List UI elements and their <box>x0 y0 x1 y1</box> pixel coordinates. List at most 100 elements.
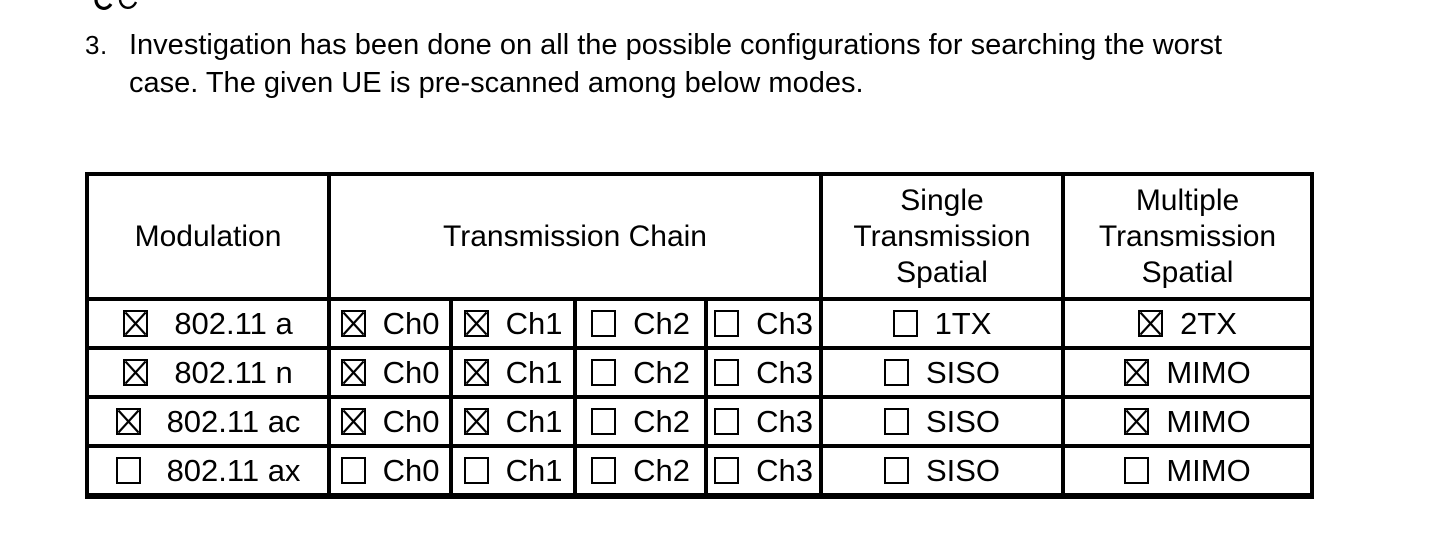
header-multiple-transmission-spatial: Multiple Transmission Spatial <box>1061 172 1314 301</box>
checkbox-checked-icon <box>123 310 149 337</box>
list-item-3: 3. Investigation has been done on all th… <box>85 26 1222 102</box>
header-modulation: Modulation <box>85 172 331 301</box>
cell-content: 2TX <box>1065 306 1310 342</box>
option-label: SISO <box>925 403 1001 439</box>
option-label: Ch2 <box>633 305 690 341</box>
option-label: 1TX <box>934 305 992 341</box>
cell-chain-ch0: Ch0 <box>327 346 453 399</box>
checkbox-unchecked-icon <box>591 457 617 484</box>
checkbox-checked-icon <box>463 359 489 386</box>
cell-chain-ch1: Ch1 <box>449 346 577 399</box>
checkbox-checked-icon <box>340 359 366 386</box>
option-label: Ch2 <box>633 354 690 390</box>
cell-multiple-spatial: MIMO <box>1061 346 1314 399</box>
list-number: 3. <box>85 30 108 60</box>
option-label: Ch0 <box>382 354 440 390</box>
header-single-transmission-spatial: Single Transmission Spatial <box>819 172 1065 301</box>
cell-content: 802.11 a <box>89 306 327 342</box>
cell-content: Ch1 <box>453 453 573 489</box>
checkbox-unchecked-icon <box>463 457 489 484</box>
cell-content: SISO <box>823 404 1061 440</box>
cell-chain-ch0: Ch0 <box>327 395 453 448</box>
cell-modulation: 802.11 ax <box>85 444 331 499</box>
header-transmission-chain: Transmission Chain <box>327 172 823 301</box>
cell-single-spatial: SISO <box>819 444 1065 499</box>
checkbox-checked-icon <box>1124 359 1150 386</box>
checkbox-checked-icon <box>1138 310 1164 337</box>
cell-chain-ch2: Ch2 <box>573 346 708 399</box>
checkbox-unchecked-icon <box>115 457 141 484</box>
cell-chain-ch3: Ch3 <box>704 346 823 399</box>
cell-chain-ch0: Ch0 <box>327 444 453 499</box>
cell-content: Ch2 <box>577 306 704 342</box>
cell-single-spatial: SISO <box>819 395 1065 448</box>
checkbox-unchecked-icon <box>591 359 617 386</box>
cell-content: Ch1 <box>453 355 573 391</box>
option-label: 2TX <box>1180 305 1237 341</box>
cell-content: Ch1 <box>453 306 573 342</box>
option-label: Ch1 <box>505 354 563 390</box>
cell-multiple-spatial: MIMO <box>1061 395 1314 448</box>
cell-chain-ch3: Ch3 <box>704 395 823 448</box>
cell-chain-ch1: Ch1 <box>449 395 577 448</box>
checkbox-unchecked-icon <box>591 310 617 337</box>
checkbox-unchecked-icon <box>714 408 740 435</box>
checkbox-unchecked-icon <box>883 457 909 484</box>
checkbox-checked-icon <box>115 408 141 435</box>
option-label: Ch2 <box>633 403 690 439</box>
configuration-table: Modulation Transmission Chain Single Tra… <box>85 172 1314 499</box>
descender-curves-icon <box>94 0 138 10</box>
cell-content: Ch0 <box>331 355 449 391</box>
cell-modulation: 802.11 ac <box>85 395 331 448</box>
option-label: 802.11 ac <box>166 403 301 439</box>
cell-chain-ch2: Ch2 <box>573 395 708 448</box>
option-label: Ch1 <box>505 305 563 341</box>
paragraph-line: Investigation has been done on all the p… <box>129 29 1223 61</box>
option-label: Ch3 <box>756 305 813 341</box>
checkbox-unchecked-icon <box>714 457 740 484</box>
cell-content: Ch2 <box>577 355 704 391</box>
cell-content: Ch0 <box>331 453 449 489</box>
checkbox-unchecked-icon <box>714 310 740 337</box>
option-label: 802.11 n <box>174 354 293 390</box>
cell-multiple-spatial: 2TX <box>1061 297 1314 350</box>
option-label: Ch0 <box>382 305 440 341</box>
checkbox-unchecked-icon <box>1124 457 1150 484</box>
checkbox-checked-icon <box>463 408 489 435</box>
cell-content: 1TX <box>823 306 1061 342</box>
cell-multiple-spatial: MIMO <box>1061 444 1314 499</box>
table-header-row: Modulation Transmission Chain Single Tra… <box>85 172 1314 301</box>
cell-content: Ch2 <box>577 453 704 489</box>
checkbox-checked-icon <box>340 408 366 435</box>
cell-chain-ch3: Ch3 <box>704 444 823 499</box>
cell-modulation: 802.11 a <box>85 297 331 350</box>
checkbox-checked-icon <box>123 359 149 386</box>
cell-chain-ch2: Ch2 <box>573 444 708 499</box>
cell-content: Ch2 <box>577 404 704 440</box>
option-label: Ch3 <box>756 403 813 439</box>
cell-content: Ch0 <box>331 306 449 342</box>
cell-modulation: 802.11 n <box>85 346 331 399</box>
option-label: Ch3 <box>756 354 813 390</box>
cell-content: MIMO <box>1065 404 1310 440</box>
option-label: 802.11 ax <box>166 452 301 488</box>
cell-content: Ch3 <box>708 404 819 440</box>
option-label: Ch1 <box>505 452 563 488</box>
checkbox-unchecked-icon <box>591 408 617 435</box>
cell-content: Ch1 <box>453 404 573 440</box>
checkbox-checked-icon <box>1124 408 1150 435</box>
checkbox-unchecked-icon <box>883 408 909 435</box>
option-label: Ch0 <box>382 403 440 439</box>
cell-single-spatial: 1TX <box>819 297 1065 350</box>
cell-chain-ch1: Ch1 <box>449 444 577 499</box>
cell-content: Ch3 <box>708 453 819 489</box>
option-label: 802.11 a <box>174 305 293 341</box>
checkbox-unchecked-icon <box>714 359 740 386</box>
cell-content: SISO <box>823 453 1061 489</box>
option-label: MIMO <box>1166 354 1251 390</box>
cell-content: 802.11 ac <box>89 404 327 440</box>
option-label: MIMO <box>1166 452 1251 488</box>
